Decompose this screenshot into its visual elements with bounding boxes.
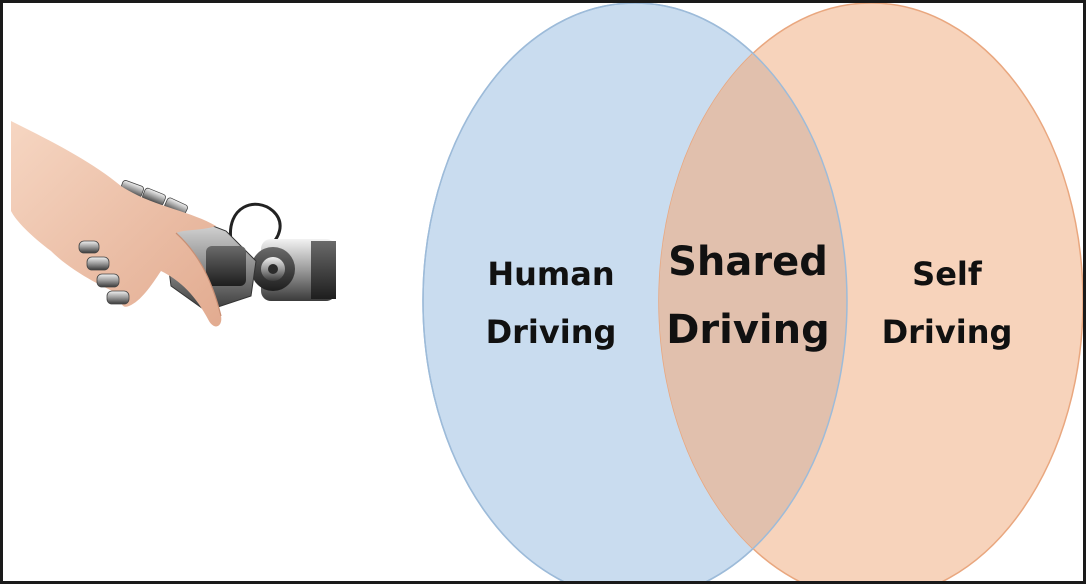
self-driving-label-line2: Driving bbox=[882, 313, 1013, 351]
human-robot-handshake-icon bbox=[11, 121, 336, 327]
shared-driving-overlap bbox=[659, 3, 847, 581]
human-driving-outline bbox=[422, 3, 848, 581]
shared-driving-label-line2: Driving bbox=[666, 307, 830, 353]
human-driving-label-line1: Human bbox=[487, 255, 614, 293]
human-driving-label-line2: Driving bbox=[486, 313, 617, 351]
shared-driving-label-line1: Shared bbox=[668, 239, 828, 285]
self-driving-label-line1: Self bbox=[912, 255, 983, 293]
venn-diagram: Human Driving Shared Driving Self Drivin… bbox=[422, 3, 1083, 581]
